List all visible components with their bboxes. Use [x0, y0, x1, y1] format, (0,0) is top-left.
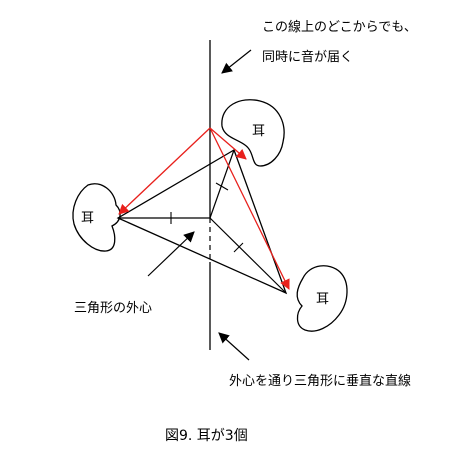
pointer-arrow-circumcenter: [147, 231, 195, 277]
ears-triangle: [116, 149, 288, 295]
annotation-bottom: 外心を通り三角形に垂直な直線: [229, 373, 411, 389]
ear-right-shape: [296, 265, 348, 332]
ear-left-label: 耳: [81, 211, 94, 226]
ear-right-label: 耳: [316, 292, 329, 307]
annotation-top-line2: 同時に音が届く: [262, 49, 353, 65]
radius-to-right-ear: [209, 217, 287, 294]
ear-top-shape: [221, 99, 285, 167]
pointer-arrow-bottom: [218, 332, 250, 361]
sound-arrow-to-left-ear: [118, 127, 211, 215]
tick-mark-top-radius: [215, 182, 229, 191]
sound-arrow-to-right-ear: [209, 127, 290, 290]
sound-arrow-to-top-ear: [209, 127, 247, 160]
radius-to-top-ear: [209, 149, 235, 219]
annotation-top-line1: この線上のどこからでも、: [262, 19, 417, 35]
ear-left-shape: [72, 183, 121, 252]
annotation-circumcenter: 三角形の外心: [74, 301, 152, 316]
tick-mark-right-radius: [233, 242, 244, 253]
ear-top-label: 耳: [252, 124, 265, 139]
figure-caption: 図9. 耳が3個: [165, 428, 248, 444]
pointer-arrow-top: [221, 49, 252, 74]
